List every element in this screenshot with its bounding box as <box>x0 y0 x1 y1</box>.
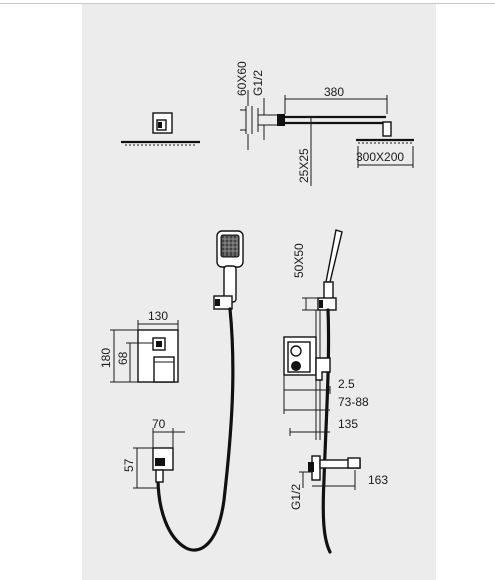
arm-dimension-view: 60X60 G1/2 380 25X25 300X200 <box>235 61 414 186</box>
arm-section-label: 25X25 <box>297 148 311 183</box>
shower-head-side-view <box>121 112 200 146</box>
drawing-panel <box>82 4 436 580</box>
slide-bracket-size-label: 50X50 <box>292 243 306 278</box>
valve-width-label: 130 <box>148 309 168 323</box>
hand-shower-assembly <box>156 230 244 552</box>
valve-inner-height-label: 68 <box>116 351 130 365</box>
wall-arm-thread-label: G1/2 <box>251 70 265 96</box>
wall-arm-height-label: 60X60 <box>235 61 249 96</box>
spout-thread-label: G1/2 <box>289 484 303 510</box>
valve-side-view: 2.5 73-88 135 <box>283 336 369 436</box>
wall-gap-label: 2.5 <box>338 377 355 391</box>
spout-width-label: 70 <box>152 417 166 431</box>
spout-length-label: 163 <box>368 473 388 487</box>
depth-range-label: 73-88 <box>338 395 369 409</box>
valve-depth-label: 135 <box>338 417 358 431</box>
spout-height-label: 57 <box>122 458 136 472</box>
valve-height-label: 180 <box>99 348 113 368</box>
spout-side-view: 163 G1/2 <box>289 455 388 510</box>
valve-front-view: 130 180 68 <box>99 309 179 383</box>
hose-outlet-view: 70 57 <box>122 417 185 489</box>
top-divider-line <box>0 3 495 4</box>
arm-length-label: 380 <box>324 85 344 99</box>
shower-head-size-label: 300X200 <box>356 150 404 164</box>
